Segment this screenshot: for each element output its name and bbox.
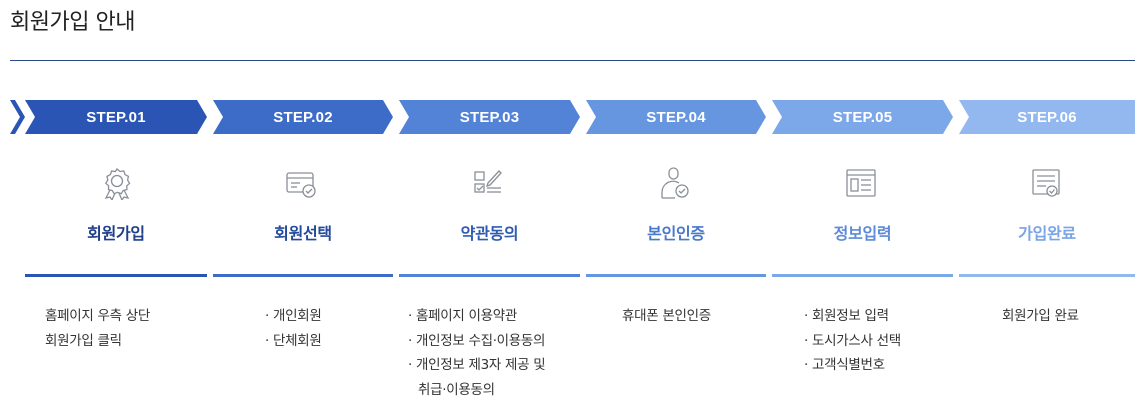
step-description: · 홈페이지 이용약관 · 개인정보 수집·이용동의 · 개인정보 제3자 제공… [408, 304, 546, 402]
step-label: STEP.03 [459, 108, 520, 126]
description-line: · 개인정보 수집·이용동의 [408, 332, 546, 349]
member-card-icon [286, 172, 316, 198]
step-banner: STEP.03 [399, 100, 580, 134]
title-divider [10, 60, 1135, 61]
step-underline [772, 274, 953, 277]
step-label: STEP.06 [1017, 108, 1077, 126]
description-line: 홈페이지 우측 상단 [45, 308, 150, 324]
step-banner: STEP.06 [959, 100, 1135, 134]
step-underline [25, 274, 207, 277]
agreement-icon [474, 170, 502, 193]
step-label: STEP.01 [86, 108, 146, 126]
description-line: 취급·이용동의 [418, 381, 495, 398]
description-line: 휴대폰 본인인증 [622, 308, 711, 324]
step-2: STEP.02 회원선택 · 개인회원 · 단체회원 [213, 0, 393, 420]
page-title: 회원가입 안내 [10, 10, 135, 35]
step-banner: STEP.04 [586, 100, 766, 134]
step-description: 홈페이지 우측 상단 회원가입 클릭 [45, 304, 150, 353]
description-line: · 회원정보 입력 [804, 308, 889, 324]
info-form-icon [846, 169, 876, 197]
step-underline [213, 274, 393, 277]
description-line: 회원가입 클릭 [45, 332, 122, 349]
step-5: STEP.05 정보입력 · 회원정보 입력 · 도시가스사 선택 · 고객식별… [772, 0, 953, 420]
step-description: 휴대폰 본인인증 [622, 304, 711, 329]
step-label: STEP.02 [273, 108, 333, 126]
step-underline [399, 274, 580, 277]
step-banner: STEP.02 [213, 100, 393, 134]
step-3: STEP.03 약관동의 · 홈페이지 이용약관 · 개인정보 수집·이용동의 … [399, 0, 580, 420]
description-line: · 고객식별번호 [804, 357, 885, 373]
step-underline [586, 274, 766, 277]
step-banner: STEP.05 [772, 100, 953, 134]
step-description: · 회원정보 입력 · 도시가스사 선택 · 고객식별번호 [804, 304, 901, 378]
step-label: STEP.05 [832, 108, 893, 126]
step-name: 정보입력 [833, 224, 892, 243]
completion-document-icon [1032, 169, 1060, 197]
award-icon [104, 168, 131, 200]
step-name: 가입완료 [1018, 224, 1076, 243]
step-description: 회원가입 완료 [1002, 304, 1079, 329]
step-1: STEP.01 회원가입 홈페이지 우측 상단 회원가입 클릭 [25, 0, 207, 420]
step-label: STEP.04 [646, 108, 706, 126]
step-underline [959, 274, 1135, 277]
description-line: · 개인회원 [265, 308, 322, 324]
step-banner: STEP.01 [25, 100, 207, 134]
step-6: STEP.06 가입완료 회원가입 완료 [959, 0, 1135, 420]
step-description: · 개인회원 · 단체회원 [265, 304, 322, 353]
description-line: · 도시가스사 선택 [804, 332, 901, 349]
description-line: 회원가입 완료 [1002, 308, 1079, 324]
identity-verification-icon [661, 167, 689, 199]
step-name: 약관동의 [460, 224, 519, 243]
step-name: 회원가입 [87, 224, 145, 243]
step-name: 회원선택 [274, 224, 332, 243]
lead-chevron-icon [10, 100, 25, 134]
step-4: STEP.04 본인인증 휴대폰 본인인증 [586, 0, 766, 420]
description-line: · 홈페이지 이용약관 [408, 308, 517, 324]
description-line: · 개인정보 제3자 제공 및 [408, 357, 546, 373]
step-name: 본인인증 [647, 224, 705, 243]
description-line: · 단체회원 [265, 332, 322, 349]
